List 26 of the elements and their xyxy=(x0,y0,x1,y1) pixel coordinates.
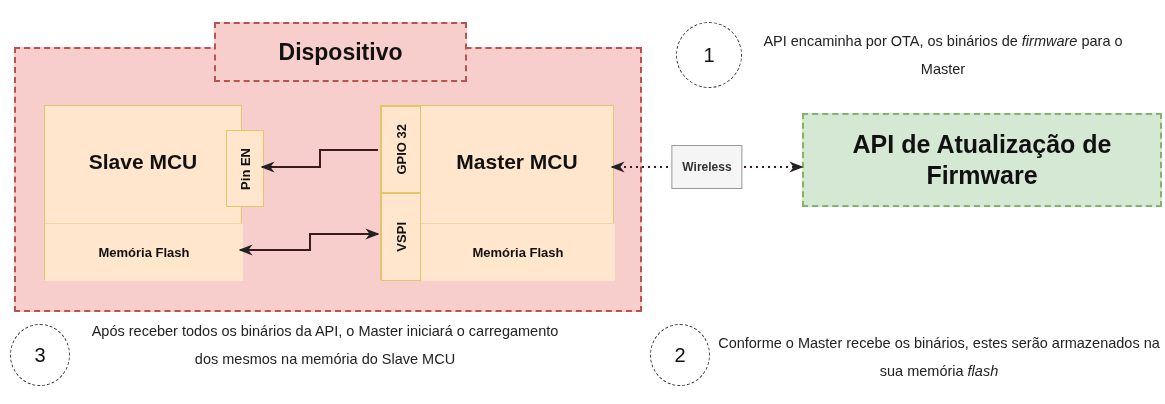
memory-box xyxy=(421,223,615,281)
step-description: API encaminha por OTA, os binários de firmware para o Master xyxy=(762,32,1124,79)
memory-box xyxy=(45,223,243,281)
node-label: API de Atualização de Firmware xyxy=(851,128,1113,191)
pin-box xyxy=(381,106,421,193)
mcu-box xyxy=(380,105,614,280)
node-label: Slave MCU xyxy=(88,150,198,174)
step-description: Conforme o Master recebe os binários, estes serão armazenados na sua memória flash xyxy=(717,334,1161,381)
node-label: Memória Flash xyxy=(98,245,190,260)
node-label: 3 xyxy=(34,343,46,367)
node-label: 2 xyxy=(674,343,686,367)
step-description: Após receber todos os binários da API, o Master iniciará o carregamento dos mesmos na memória do Slave MCU xyxy=(90,322,560,369)
node-label: GPIO 32 xyxy=(393,124,409,175)
connector-arrow xyxy=(238,228,380,256)
node-label: Pin EN xyxy=(237,147,253,190)
node-label: 1 xyxy=(703,43,715,67)
node-label: Master MCU xyxy=(456,150,578,174)
api-box xyxy=(802,113,1162,207)
mcu-box xyxy=(44,105,242,280)
edge-label: Wireless xyxy=(671,145,743,189)
connector-arrow xyxy=(260,149,379,173)
node-label: Memória Flash xyxy=(472,245,564,260)
pin-box xyxy=(381,193,421,281)
container-title: Dispositivo xyxy=(214,22,467,82)
node-label: VSPI xyxy=(393,222,409,252)
pin-box xyxy=(226,130,264,207)
